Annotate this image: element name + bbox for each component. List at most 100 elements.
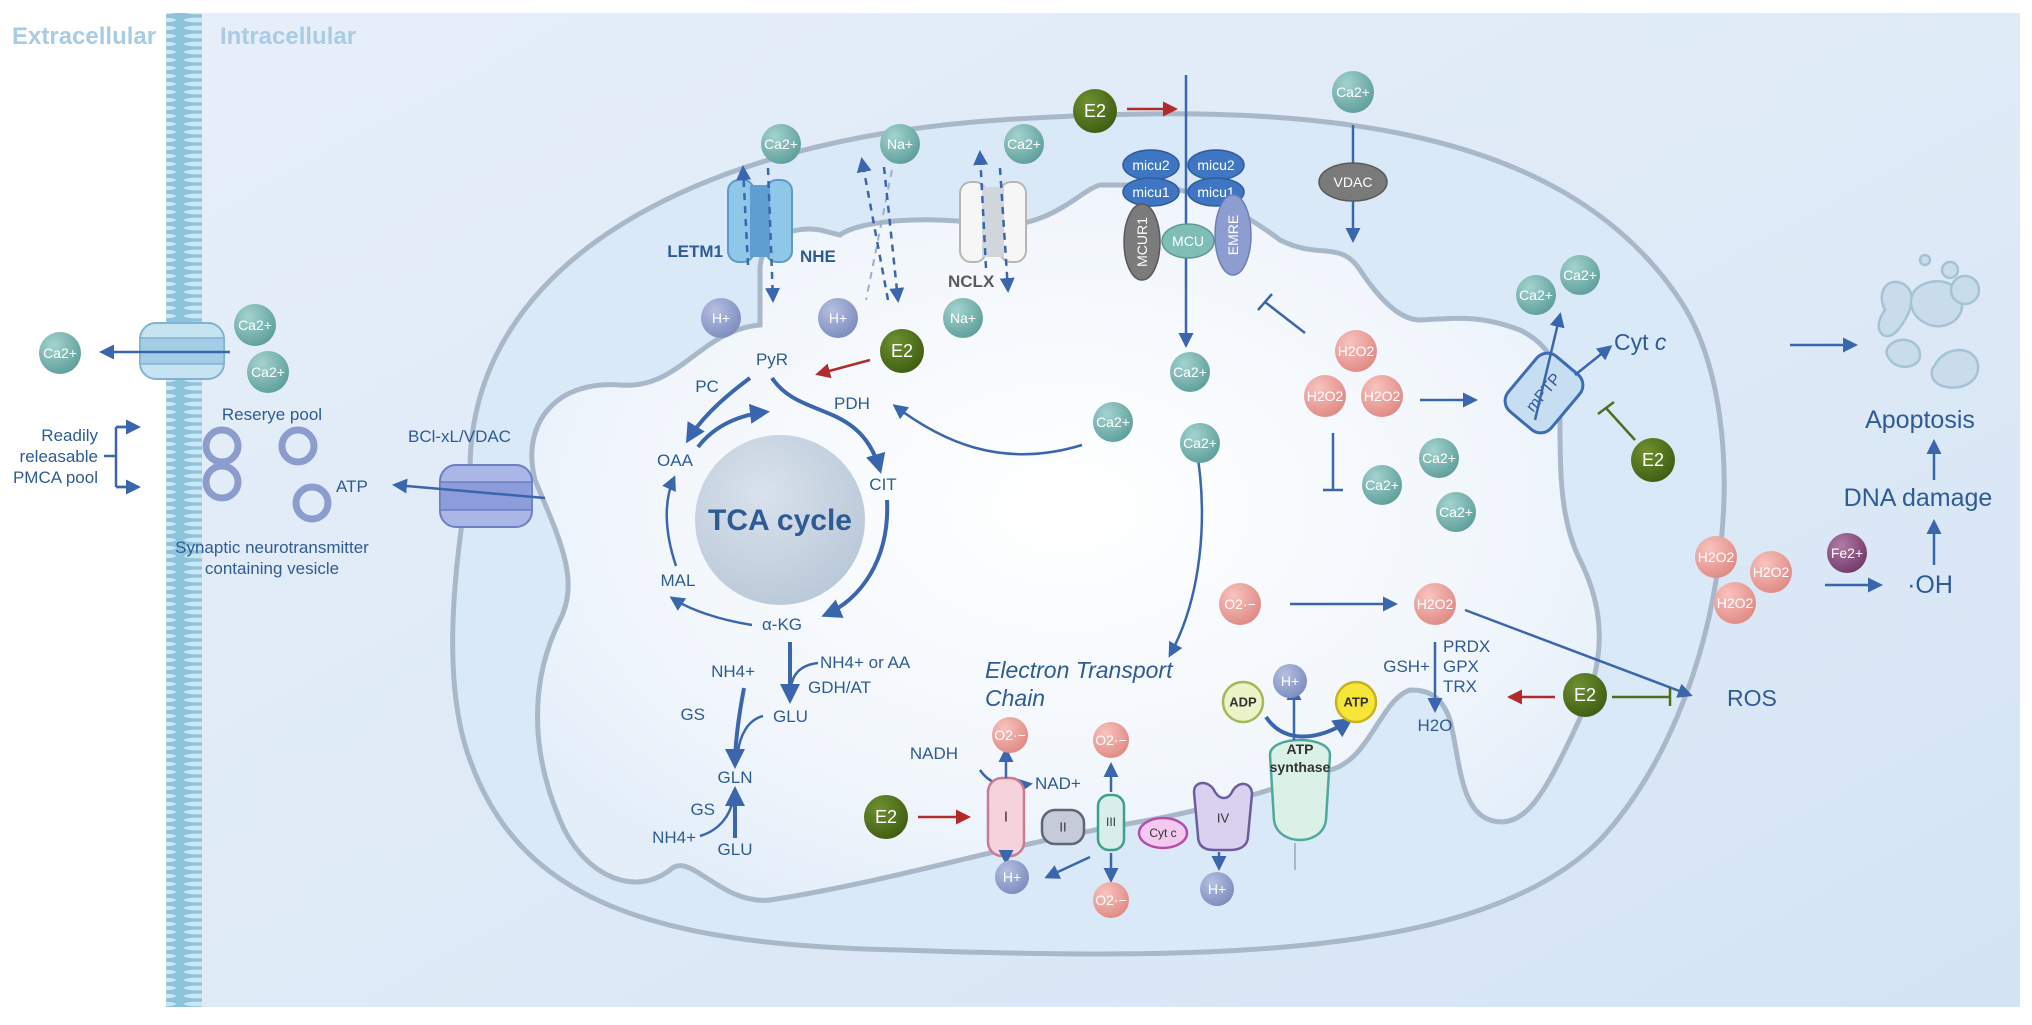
ca-ion-ims-2: Ca2+ — [1004, 124, 1044, 164]
superoxide-complex-iii-top: O2·− — [1093, 722, 1129, 758]
letm1-ca-out-arrow — [736, 165, 752, 266]
nhe-label: NHE — [800, 247, 836, 266]
mptp-pore: mPTP — [1503, 351, 1585, 435]
nclx-ca-out-arrow — [973, 150, 989, 269]
svg-text:H+: H+ — [1281, 673, 1299, 689]
ca-ion-mptp-1: Ca2+ — [1419, 438, 1459, 478]
pc-arrow — [685, 376, 752, 444]
svg-text:Ca2+: Ca2+ — [1422, 450, 1456, 466]
h2o2-inhibits-ca — [1323, 433, 1343, 492]
svg-text:ATP: ATP — [1343, 695, 1368, 710]
gpx-label: GPX — [1443, 657, 1479, 676]
apoptotic-cell-icon — [1877, 253, 1981, 389]
cyt-c-label: Cyt c — [1614, 329, 1667, 355]
svg-text:O2·−: O2·− — [994, 727, 1026, 743]
na-ion-ims: Na+ — [880, 124, 920, 164]
svg-text:H2O2: H2O2 — [1753, 564, 1790, 580]
h2o2-to-ros-arrow — [1464, 608, 1693, 698]
ca-ion-released-1: Ca2+ — [1516, 275, 1556, 315]
proton-atp-synthase: H+ — [1273, 664, 1307, 698]
vdac-channel: VDAC — [1318, 162, 1388, 202]
e2-mcu-regulator: E2 — [1073, 89, 1117, 133]
svg-text:H+: H+ — [1003, 869, 1021, 885]
nhe-na-path — [865, 169, 893, 301]
letm1-nhe-exchanger — [727, 179, 793, 263]
mptp-ca-release-arrow — [1533, 312, 1565, 421]
tca-cycle-title: TCA cycle — [708, 504, 852, 537]
svg-text:H+: H+ — [712, 310, 730, 326]
micu2-b: micu2 — [1187, 149, 1245, 181]
glu-label-2: GLU — [718, 840, 753, 859]
cit-to-akg-arrow — [821, 499, 890, 618]
svg-text:H2O2: H2O2 — [1338, 343, 1375, 359]
glu-to-gln-join — [736, 714, 764, 753]
h-ion-matrix-2: H+ — [818, 298, 858, 338]
prdx-label: PRDX — [1443, 637, 1490, 656]
nadh-label: NADH — [910, 744, 958, 763]
tca-cycle-circle — [695, 435, 865, 605]
trx-label: TRX — [1443, 677, 1477, 696]
cytochrome-c: Cyt c — [1137, 816, 1189, 850]
ca-ion-intracellular-2: Ca2+ — [247, 351, 289, 393]
svg-text:H2O2: H2O2 — [1717, 595, 1754, 611]
gs-label-1: GS — [680, 705, 705, 724]
readily-label-2: releasable — [20, 447, 98, 466]
svg-text:Ca2+: Ca2+ — [1173, 364, 1207, 380]
mcu: MCU — [1161, 223, 1215, 259]
micu2-a: micu2 — [1122, 149, 1180, 181]
nh4-label-2: NH4+ — [652, 828, 696, 847]
h2o2-cytosol-2: H2O2 — [1750, 551, 1792, 593]
svg-text:Cyt c: Cyt c — [1149, 826, 1176, 840]
atp-synthase: ATP synthase — [1268, 738, 1332, 842]
etc-title-1: Electron Transport — [985, 657, 1174, 683]
mptp-cytc-release-arrow — [1574, 345, 1613, 376]
superoxide-complex-iii-bottom: O2·− — [1093, 882, 1129, 918]
h2o2-molecule-3: H2O2 — [1361, 375, 1403, 417]
emre: EMRE — [1214, 194, 1252, 276]
pdh-label: PDH — [834, 394, 870, 413]
complex-ii-arrow — [1044, 855, 1091, 879]
gsh-label: GSH+ — [1383, 657, 1430, 676]
svg-text:Ca2+: Ca2+ — [1096, 414, 1130, 430]
bclxl-vdac-label: BCl-xL/VDAC — [408, 427, 511, 446]
nad-label: NAD+ — [1035, 774, 1081, 793]
svg-text:H2O2: H2O2 — [1698, 549, 1735, 565]
svg-text:Ca2+: Ca2+ — [1007, 136, 1041, 152]
svg-text:H+: H+ — [829, 310, 847, 326]
svg-text:Ca2+: Ca2+ — [1519, 287, 1553, 303]
svg-text:Ca2+: Ca2+ — [238, 317, 272, 333]
svg-text:E2: E2 — [1574, 685, 1596, 705]
h2o2-molecule-1: H2O2 — [1335, 330, 1377, 372]
e2-inhibits-mptp — [1597, 401, 1636, 441]
na-ion-matrix: Na+ — [943, 298, 983, 338]
ca-ion-extracellular: Ca2+ — [39, 332, 81, 374]
superoxide-complex-i: O2·− — [992, 717, 1028, 753]
gdh-at-label: GDH/AT — [808, 678, 871, 697]
svg-text:Ca2+: Ca2+ — [764, 136, 798, 152]
proton-complex-iv: H+ — [1200, 872, 1234, 906]
e2-pyr-regulator: E2 — [880, 329, 924, 373]
h2o-label: H2O — [1418, 716, 1453, 735]
superoxide-matrix: O2·− — [1219, 583, 1261, 625]
svg-text:Ca2+: Ca2+ — [1183, 435, 1217, 451]
readily-label-3: PMCA pool — [13, 468, 98, 487]
h2o2-matrix: H2O2 — [1414, 583, 1456, 625]
micu1-a: micu1 — [1122, 177, 1180, 207]
svg-text:II: II — [1059, 820, 1066, 835]
adp-to-atp-arrow — [1264, 715, 1354, 739]
svg-text:VDAC: VDAC — [1334, 174, 1373, 190]
e2-ros-regulator: E2 — [1563, 673, 1607, 717]
hydroxyl-radical-label: ·OH — [1907, 571, 1953, 599]
reserve-pool-vesicle — [278, 426, 318, 466]
svg-text:micu2: micu2 — [1132, 157, 1170, 173]
svg-text:E2: E2 — [891, 341, 913, 361]
svg-text:Ca2+: Ca2+ — [251, 364, 285, 380]
neurotransmitter-vesicle — [292, 483, 332, 523]
extracellular-label: Extracellular — [12, 23, 156, 50]
vesicle-caption-1: Synaptic neurotransmitter — [175, 538, 369, 557]
akg-to-mal-arrow — [669, 596, 753, 627]
letm1-label: LETM1 — [667, 242, 723, 261]
reserve-pool-label: Reserye pool — [222, 405, 322, 424]
svg-text:Ca2+: Ca2+ — [43, 345, 77, 361]
